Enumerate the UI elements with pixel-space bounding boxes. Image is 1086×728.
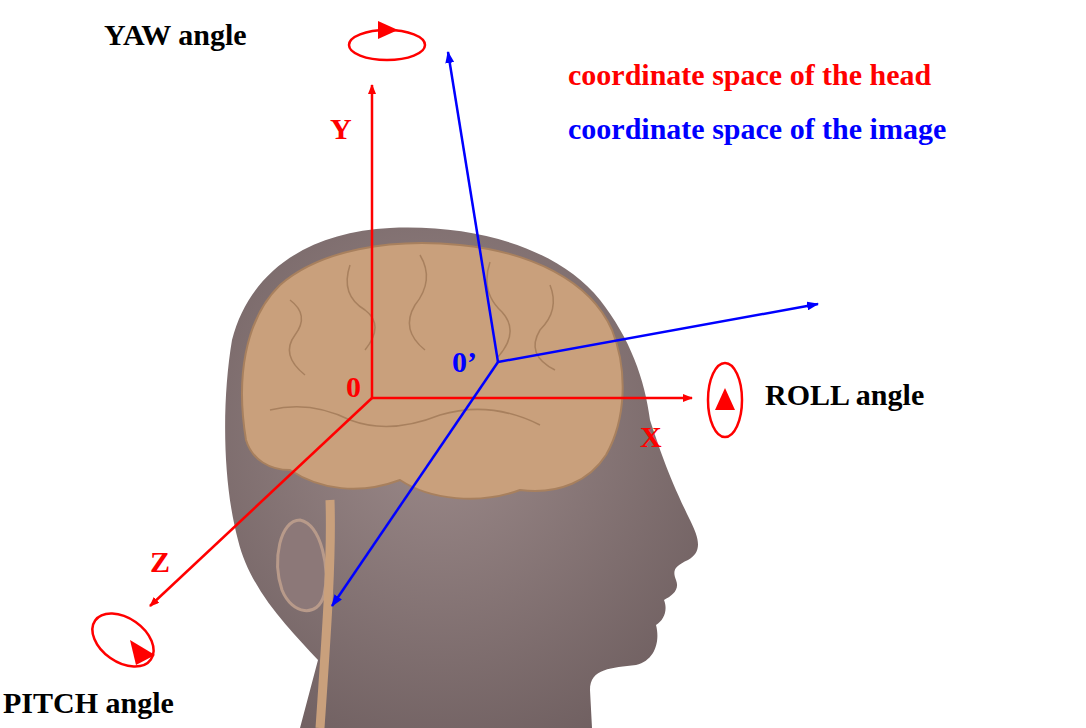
- legend-text: coordinate space of the image: [568, 112, 946, 145]
- spinal-cord: [320, 500, 330, 728]
- origin-label: 0: [346, 370, 361, 403]
- ear: [278, 520, 326, 611]
- brain-folds: [270, 255, 555, 426]
- axis-label: Z: [150, 545, 170, 578]
- head-axes: [150, 85, 692, 606]
- legend-text: coordinate space of the head: [568, 58, 931, 91]
- rotation-label: PITCH angle: [3, 686, 174, 719]
- origin-label: 0’: [452, 345, 477, 378]
- axis-label: X: [640, 420, 662, 453]
- rotation-label: ROLL angle: [765, 378, 924, 411]
- rotation-label: YAW angle: [104, 18, 247, 51]
- axis-label: Y: [330, 112, 352, 145]
- head-silhouette: [225, 228, 698, 728]
